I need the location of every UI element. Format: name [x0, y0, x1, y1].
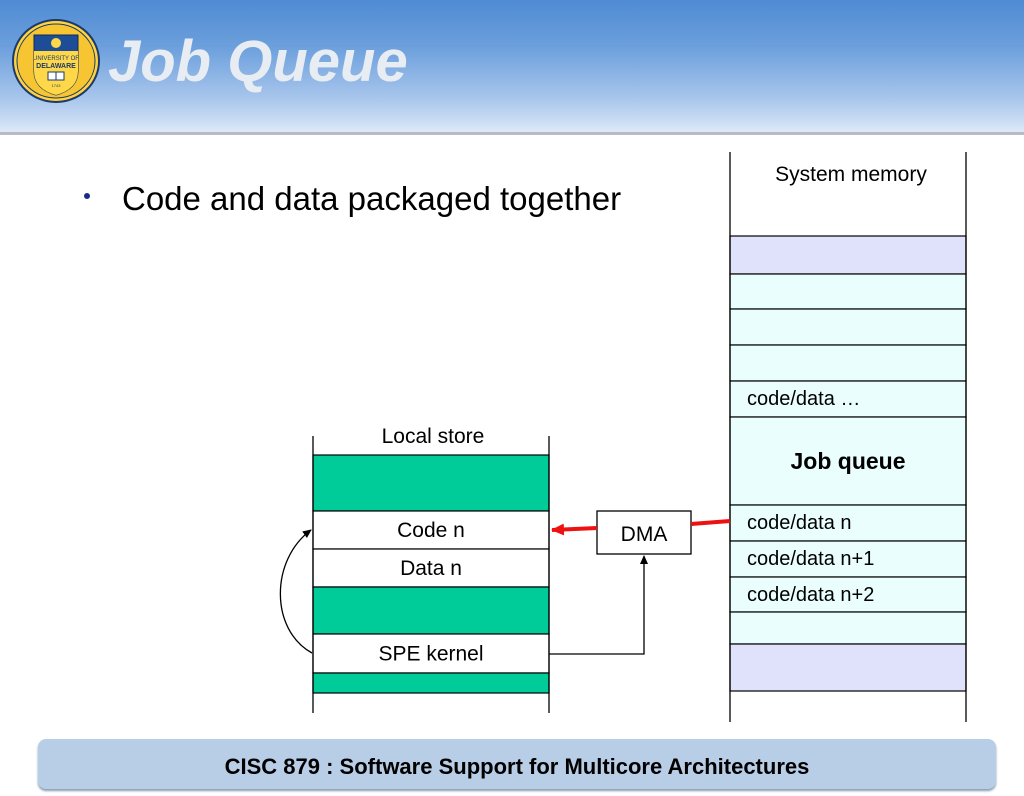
- dma-label: DMA: [621, 523, 668, 546]
- system-memory-label: System memory: [775, 163, 927, 186]
- logo-text-bottom: DELAWARE: [36, 63, 76, 70]
- footer-bar: CISC 879 : Software Support for Multicor…: [38, 739, 996, 789]
- bullet-text: Code and data packaged together: [122, 180, 622, 217]
- system-memory-row: [729, 643, 967, 692]
- system-memory-row: [729, 273, 967, 310]
- local-store-row-label: Data n: [400, 557, 462, 580]
- local-store-row: [312, 633, 550, 674]
- system-memory-row: [729, 416, 967, 506]
- spe-kernel-to-code-n-arrow: [279, 529, 313, 654]
- local-store-row: [312, 454, 550, 512]
- university-seal-logo: UNIVERSITY OF DELAWARE 1743: [12, 19, 100, 103]
- system-memory-row-label: Job queue: [790, 448, 905, 474]
- local-store-row: [312, 672, 550, 694]
- system-memory-row: [729, 235, 967, 275]
- slide-header: [0, 0, 1024, 132]
- local-store-row-label: SPE kernel: [378, 643, 483, 666]
- local-store-label: Local store: [382, 425, 485, 448]
- logo-year: 1743: [52, 83, 62, 88]
- logo-text-top: UNIVERSITY OF: [33, 56, 79, 62]
- system-memory-row: [729, 576, 967, 613]
- bullet-icon: [84, 193, 90, 199]
- system-memory-row-label: code/data n+1: [747, 548, 874, 570]
- system-memory-row-label: code/data n: [747, 512, 852, 534]
- dma-box: DMA: [596, 510, 692, 555]
- memory-to-dma-line: [690, 519, 731, 526]
- system-memory-row: [729, 611, 967, 645]
- local-store-row: [312, 586, 550, 635]
- system-memory-row-label: code/data n+2: [747, 584, 874, 606]
- slide-title: Job Queue: [108, 29, 408, 94]
- footer-text: CISC 879 : Software Support for Multicor…: [224, 754, 810, 779]
- system-memory: code/data … Job queue code/data n code/data…: [729, 152, 967, 722]
- header-divider: [0, 132, 1024, 135]
- system-memory-row: [729, 344, 967, 382]
- system-memory-row: [729, 308, 967, 346]
- system-memory-row-label: code/data …: [747, 388, 860, 410]
- dma-to-code-n-arrow: [551, 523, 598, 536]
- local-store-row-label: Code n: [397, 519, 465, 542]
- local-store: Code n Data n SPE kernel Local store: [312, 425, 550, 713]
- system-memory-row: [729, 504, 967, 542]
- spe-kernel-to-dma-arrow: [549, 555, 648, 655]
- local-store-row: [312, 548, 550, 588]
